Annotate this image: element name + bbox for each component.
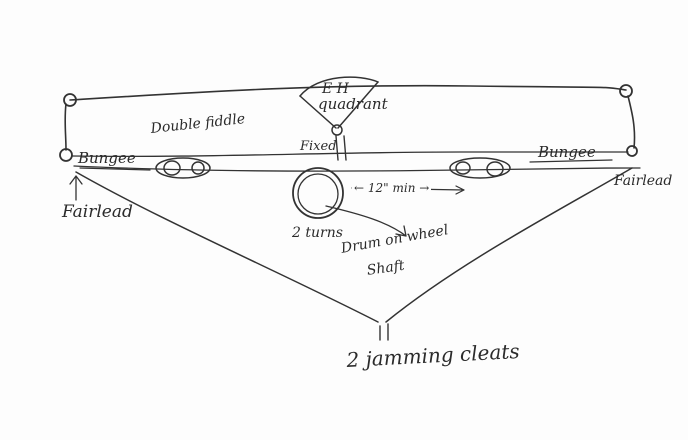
fiddle-block-right-outer xyxy=(449,157,511,179)
pulley-bottom-left xyxy=(59,148,73,162)
fixed-post xyxy=(335,135,347,161)
bungee-left-underline xyxy=(79,167,151,171)
cable-lower-line xyxy=(73,165,641,172)
drum-inner xyxy=(297,173,339,215)
quadrant-label-line2: quadrant xyxy=(318,95,388,113)
frame-top-line xyxy=(69,84,627,101)
quadrant-arc xyxy=(299,76,379,97)
drum-outer xyxy=(292,167,344,219)
fixed-label: Fixed xyxy=(300,139,337,154)
cable-upper-line xyxy=(71,151,629,158)
fiddle-sheave-left-b xyxy=(191,161,205,175)
fiddle-sheave-right-b xyxy=(486,161,504,177)
fiddle-sheave-right-a xyxy=(455,161,471,175)
quadrant-label-line1: E H xyxy=(322,81,349,97)
pulley-bottom-right xyxy=(626,145,638,157)
cleat-ticks xyxy=(379,323,389,341)
pulley-top-left xyxy=(63,93,77,107)
bungee-right-label: Bungee xyxy=(538,143,596,161)
bungee-right-underline xyxy=(529,159,613,163)
two-turns-label: 2 turns xyxy=(292,225,343,241)
min-distance-label: ← 12" min → xyxy=(352,181,432,195)
pulley-top-right xyxy=(619,84,633,98)
frame-right-line xyxy=(627,95,636,149)
fairlead-left-arrow xyxy=(69,175,83,201)
bungee-left-label: Bungee xyxy=(78,149,136,167)
quadrant-left-side xyxy=(299,95,337,129)
fiddle-block-left-outer xyxy=(155,157,211,179)
line-right-to-cleats xyxy=(385,167,633,323)
fairlead-left-label: Fairlead xyxy=(62,202,133,222)
quadrant-pivot xyxy=(331,124,343,136)
fairlead-right-label: Fairlead xyxy=(614,173,673,189)
frame-left-line xyxy=(64,103,67,151)
fiddle-sheave-left-a xyxy=(163,160,181,176)
quadrant-right-side xyxy=(337,81,379,129)
drum-label-arrow xyxy=(325,205,407,237)
line-left-to-cleats xyxy=(75,171,379,323)
